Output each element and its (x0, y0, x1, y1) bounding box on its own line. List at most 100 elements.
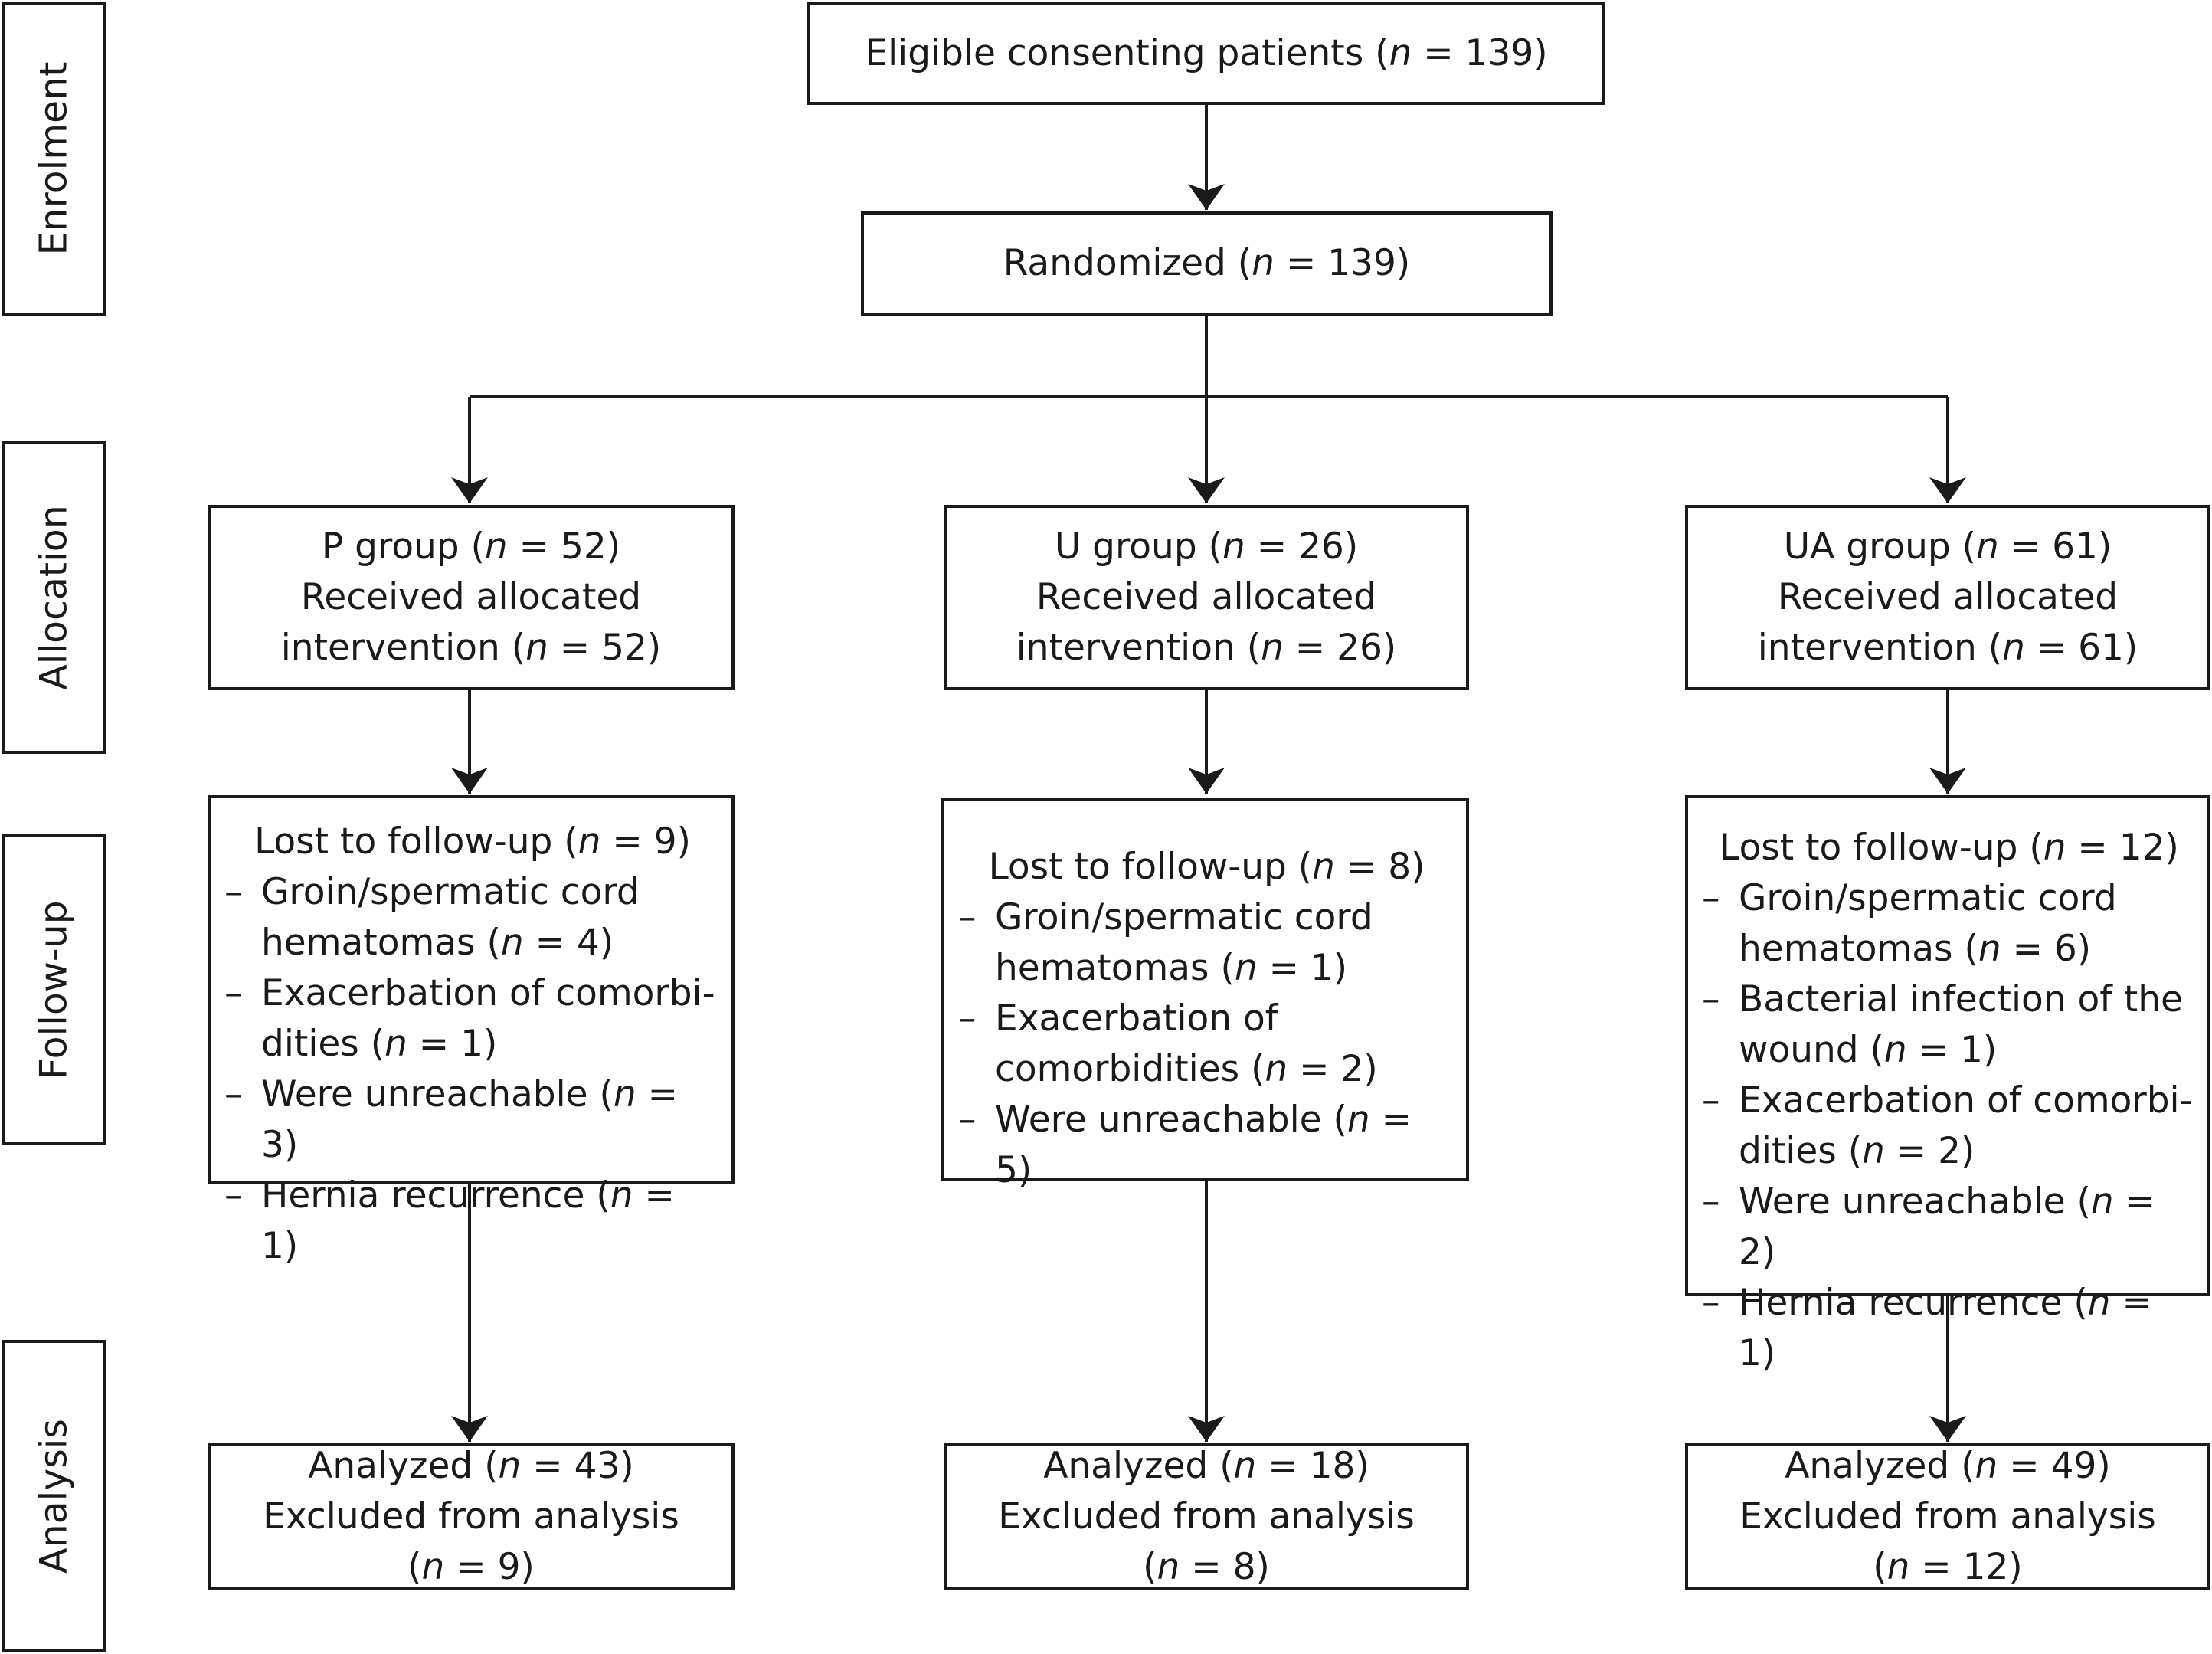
variable-n: n (1862, 1130, 1885, 1172)
item-line: Exacerbation of (995, 994, 1455, 1044)
variable-n: n (1234, 947, 1258, 989)
text-run: Groin/spermatic cord (261, 871, 640, 913)
text-run: Groin/spermatic cord (995, 896, 1373, 938)
variable-n: n (421, 1545, 445, 1588)
text-run: Analyzed ( (1043, 1444, 1234, 1487)
item-line: Exacerbation of comorbi- (261, 968, 721, 1019)
variable-n: n (1312, 846, 1335, 888)
list-item-text: Exacerbation of comorbi-dities (n = 1) (261, 968, 721, 1069)
variable-n: n (1347, 1099, 1370, 1141)
variable-n: n (1233, 1444, 1257, 1487)
variable-n: n (498, 1444, 522, 1487)
text-run: = 5) (995, 1099, 1412, 1191)
list-item: –Hernia recurrence (n = 1) (1702, 1278, 2197, 1379)
text-run: Exacerbation of (995, 997, 1278, 1040)
box-line: Received allocated (301, 572, 641, 623)
list-item: –Hernia recurrence (n = 1) (224, 1171, 721, 1272)
list-bullet: – (1702, 1282, 1720, 1324)
item-line: hematomas (n = 4) (261, 918, 721, 968)
text-run: hematomas ( (1739, 928, 1978, 970)
text-run: Bacterial infection of the (1739, 978, 2183, 1020)
item-line: Were unreachable (n = 3) (261, 1069, 721, 1171)
item-line: Groin/spermatic cord (995, 893, 1455, 943)
list-item-text: Groin/spermatic cord hematomas (n = 4) (261, 867, 721, 968)
box-line: Analyzed (n = 43) (308, 1441, 634, 1492)
variable-n: n (613, 1073, 636, 1115)
text-run: Were unreachable ( (1739, 1181, 2091, 1223)
item-line: Were unreachable (n = 2) (1739, 1177, 2197, 1278)
item-line: Groin/spermatic cord (261, 867, 721, 918)
box-line: Received allocated (1036, 572, 1376, 623)
box-line: Excluded from analysis (1739, 1492, 2156, 1542)
text-run: Lost to follow-up ( (254, 820, 578, 863)
text-run: intervention ( (1016, 627, 1261, 669)
text-run: = 4) (523, 922, 614, 964)
list-bullet: – (1702, 877, 1720, 919)
text-run: ( (1873, 1545, 1887, 1588)
ua-group-follow-up-box: Lost to follow-up (n = 12)–Groin/spermat… (1685, 795, 2210, 1374)
text-run: Hernia recurrence ( (261, 1174, 610, 1217)
variable-n: n (2090, 1181, 2114, 1223)
list-bullet: – (224, 1174, 243, 1217)
box-line: intervention (n = 26) (1016, 623, 1397, 673)
variable-n: n (1886, 1545, 1910, 1588)
text-run: intervention ( (1757, 627, 2003, 669)
text-run: Excluded from analysis (998, 1495, 1415, 1538)
text-run: hematomas ( (995, 947, 1235, 989)
header-line: Lost to follow-up (n = 9) (224, 817, 721, 867)
variable-n: n (2043, 827, 2066, 869)
p-group-follow-up-box: Lost to follow-up (n = 9)–Groin/spermati… (208, 795, 735, 1267)
variable-n: n (1261, 627, 1284, 669)
text-run: = 1) (1739, 1282, 2152, 1374)
box-line: Excluded from analysis (998, 1492, 1415, 1542)
box-line: Excluded from analysis (263, 1492, 679, 1542)
variable-n: n (1157, 1545, 1180, 1588)
item-line: wound (n = 1) (1739, 1025, 2197, 1076)
text-run: Exacerbation of comorbi- (1739, 1079, 2193, 1122)
text-run: ( (1143, 1545, 1157, 1588)
stage-label-enrolment: Enrolment (2, 2, 106, 316)
lost-to-follow-up-header: Lost to follow-up (n = 8) (958, 842, 1455, 893)
text-run: = 43) (521, 1444, 634, 1487)
lost-to-follow-up-header: Lost to follow-up (n = 12) (1702, 823, 2197, 873)
text-run: P group ( (321, 526, 485, 568)
list-bullet: – (224, 972, 243, 1014)
list-item: –Were unreachable (n = 3) (224, 1069, 721, 1171)
text-run: Excluded from analysis (263, 1495, 679, 1538)
text-run: Were unreachable ( (261, 1073, 614, 1115)
item-line: hematomas (n = 6) (1739, 924, 2197, 974)
item-line: Bacterial infection of the (1739, 974, 2197, 1025)
text-run: = 18) (1256, 1444, 1369, 1487)
text-run: Analyzed ( (1785, 1444, 1975, 1487)
text-run: U group ( (1054, 526, 1222, 568)
variable-n: n (1389, 31, 1412, 74)
box-line: intervention (n = 61) (1758, 623, 2138, 673)
text-run: = 1) (407, 1023, 498, 1065)
box-line: (n = 12) (1873, 1542, 2023, 1593)
text-run: = 61) (1998, 526, 2112, 568)
stage-label-allocation: Allocation (2, 441, 106, 754)
stage-label-analysis: Analysis (2, 1340, 106, 1652)
list-item: –Exacerbation of comorbi-dities (n = 2) (1702, 1076, 2197, 1177)
text-run: = 61) (2024, 627, 2138, 669)
text-run: Lost to follow-up ( (988, 846, 1313, 888)
text-run: = 12) (1909, 1545, 2023, 1588)
item-line: Were unreachable (n = 5) (995, 1095, 1455, 1196)
item-line: Hernia recurrence (n = 1) (261, 1171, 721, 1272)
item-line: dities (n = 2) (1739, 1126, 2197, 1177)
text-run: = 9) (600, 820, 691, 863)
item-line: Hernia recurrence (n = 1) (1739, 1278, 2197, 1379)
text-run: = 26) (1283, 627, 1397, 669)
variable-n: n (484, 526, 508, 568)
text-run: Analyzed ( (308, 1444, 499, 1487)
text-run: = 139) (1274, 242, 1411, 284)
ua-group-analysis-box: Analyzed (n = 49)Excluded from analysis(… (1685, 1443, 2210, 1590)
text-run: Excluded from analysis (1739, 1495, 2156, 1538)
variable-n: n (2087, 1282, 2111, 1324)
text-run: = 8) (1180, 1545, 1270, 1588)
item-line: comorbidities (n = 2) (995, 1044, 1455, 1095)
